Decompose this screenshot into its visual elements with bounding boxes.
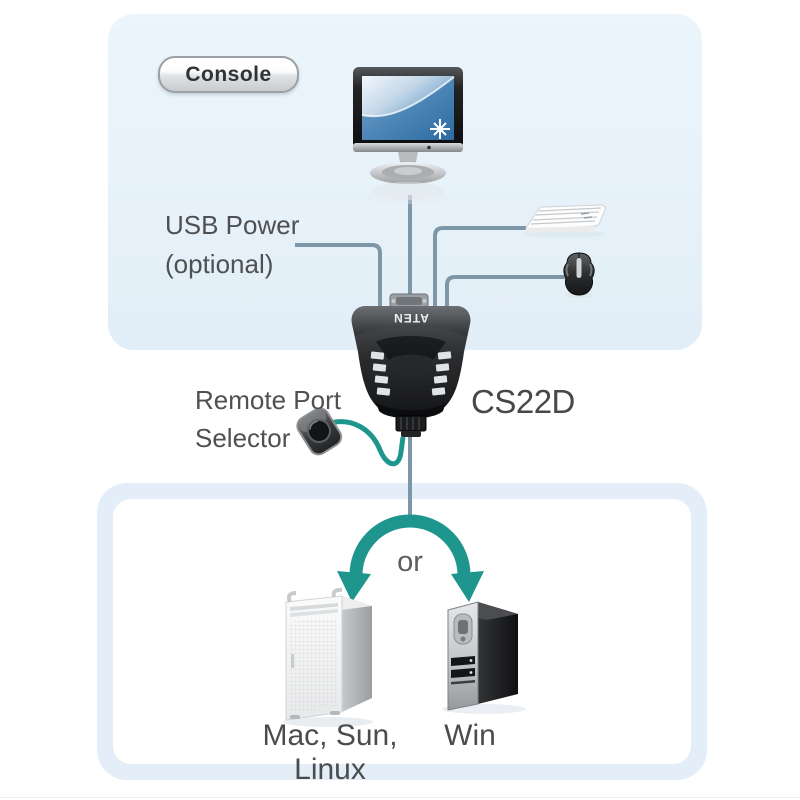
- computers-panel-inner: [113, 499, 691, 764]
- console-badge: Console: [158, 56, 299, 93]
- console-badge-label: Console: [185, 62, 272, 86]
- mouse-scroll-wheel: [576, 258, 582, 278]
- split-arrow-left-head: [337, 571, 371, 602]
- mac-tower-icon: [283, 588, 373, 727]
- remote-port-line2: Selector: [195, 423, 291, 453]
- kvm-switch-icon: ATEN: [351, 293, 471, 437]
- monitor-icon: [353, 67, 463, 204]
- mac-handle-front: [286, 591, 297, 603]
- kvm-top-connector: [389, 293, 429, 309]
- usb-power-label: USB Power (optional): [165, 206, 299, 284]
- split-arrow-right-head: [451, 571, 484, 602]
- aten-logo: ATEN: [393, 311, 429, 325]
- usb-power-line: [295, 243, 382, 308]
- remote-port-line1: Remote Port: [195, 385, 341, 415]
- mouse-cable-line: [445, 275, 566, 308]
- monitor-reflection: [372, 182, 444, 200]
- or-label: or: [397, 546, 423, 578]
- keyboard-cable-line: [433, 226, 526, 308]
- keyboard-icon: [524, 204, 606, 238]
- kvm-port-leds-right: [431, 351, 452, 396]
- kvm-model-label: CS22D: [471, 383, 575, 420]
- kvm-port-leds-left: [370, 351, 391, 396]
- win-tower-icon: [442, 601, 526, 714]
- remote-selector-button: [307, 419, 331, 443]
- split-arrow-arc: [349, 514, 471, 576]
- win-drive-bays: [451, 656, 475, 685]
- kvm-bottom-connector: [395, 415, 427, 437]
- sparkle-icon: [430, 119, 450, 139]
- usb-power-line2: (optional): [165, 249, 274, 279]
- left-computers-label: Mac, Sun, Linux: [262, 719, 398, 786]
- right-computer-label: Win: [444, 719, 496, 752]
- computers-panel: [97, 483, 707, 780]
- remote-selector-cable: [326, 419, 406, 467]
- usb-power-line1: USB Power: [165, 210, 300, 240]
- mouse-icon: [563, 252, 595, 298]
- monitor-power-led: [427, 145, 431, 150]
- mac-handle-rear: [331, 588, 343, 598]
- remote-selector-icon: [296, 407, 343, 456]
- remote-port-selector-label: Remote Port Selector: [195, 381, 341, 457]
- split-arrow-icon: [337, 514, 484, 602]
